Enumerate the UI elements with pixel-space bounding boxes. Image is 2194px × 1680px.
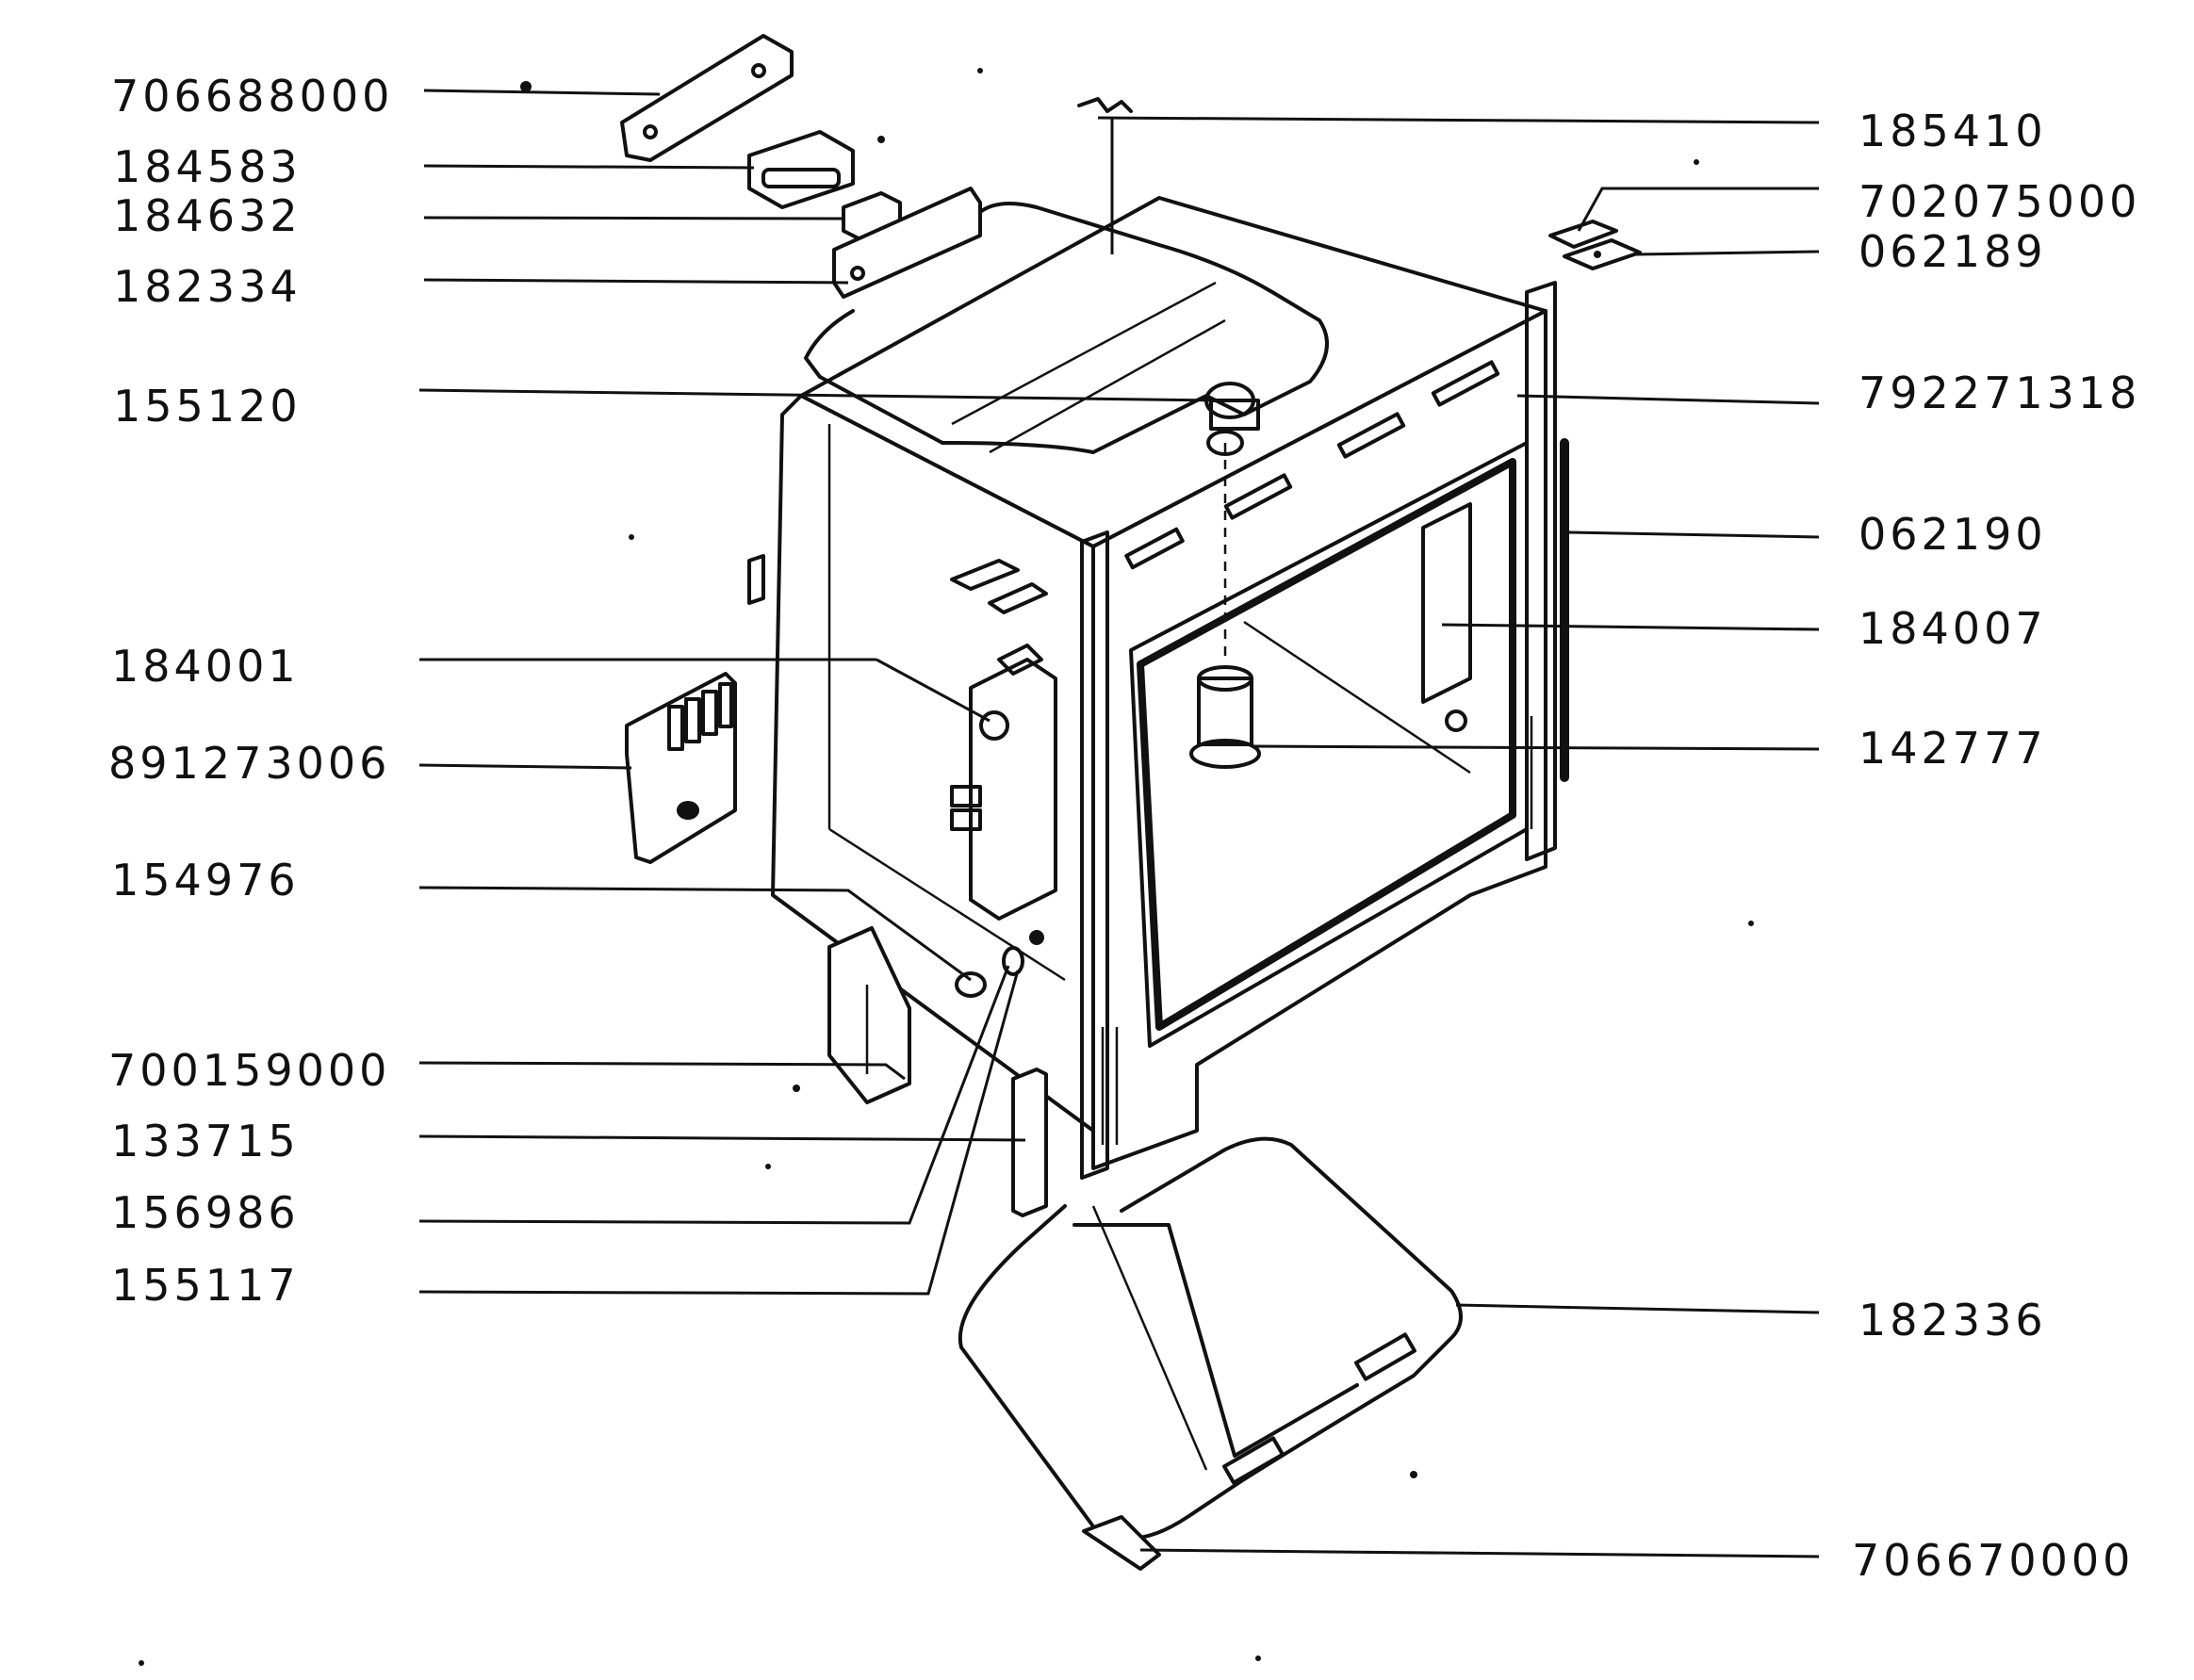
label-154976: 154976 xyxy=(111,855,300,905)
label-706688000: 706688000 xyxy=(111,71,393,122)
label-184583: 184583 xyxy=(113,141,302,192)
label-155120: 155120 xyxy=(113,381,302,432)
top-left-parts xyxy=(620,34,982,299)
label-182336: 182336 xyxy=(1858,1295,2047,1346)
label-891273006: 891273006 xyxy=(108,738,390,789)
part-labels: 706688000 184583 184632 182334 155120 18… xyxy=(108,71,2140,1586)
top-heating-element xyxy=(804,202,1329,456)
label-700159000: 700159000 xyxy=(108,1045,390,1096)
label-792271318: 792271318 xyxy=(1858,367,2140,418)
label-702075000: 702075000 xyxy=(1858,176,2140,227)
scan-specks xyxy=(139,68,1754,1666)
label-185410: 185410 xyxy=(1858,106,2047,156)
label-133715: 133715 xyxy=(111,1116,300,1166)
label-706670000: 706670000 xyxy=(1852,1535,2134,1586)
top-right-parts xyxy=(1077,97,1642,270)
leader-lines xyxy=(418,89,1820,1558)
label-062189: 062189 xyxy=(1858,226,2047,277)
label-142777: 142777 xyxy=(1858,723,2047,774)
label-184001: 184001 xyxy=(111,641,300,692)
label-182334: 182334 xyxy=(113,261,302,312)
label-184632: 184632 xyxy=(113,190,302,241)
label-156986: 156986 xyxy=(111,1187,300,1238)
lower-heating-element xyxy=(958,1136,1463,1571)
label-184007: 184007 xyxy=(1858,603,2047,654)
label-062190: 062190 xyxy=(1858,509,2047,560)
left-side-parts xyxy=(625,559,1057,1217)
label-155117: 155117 xyxy=(111,1260,300,1311)
